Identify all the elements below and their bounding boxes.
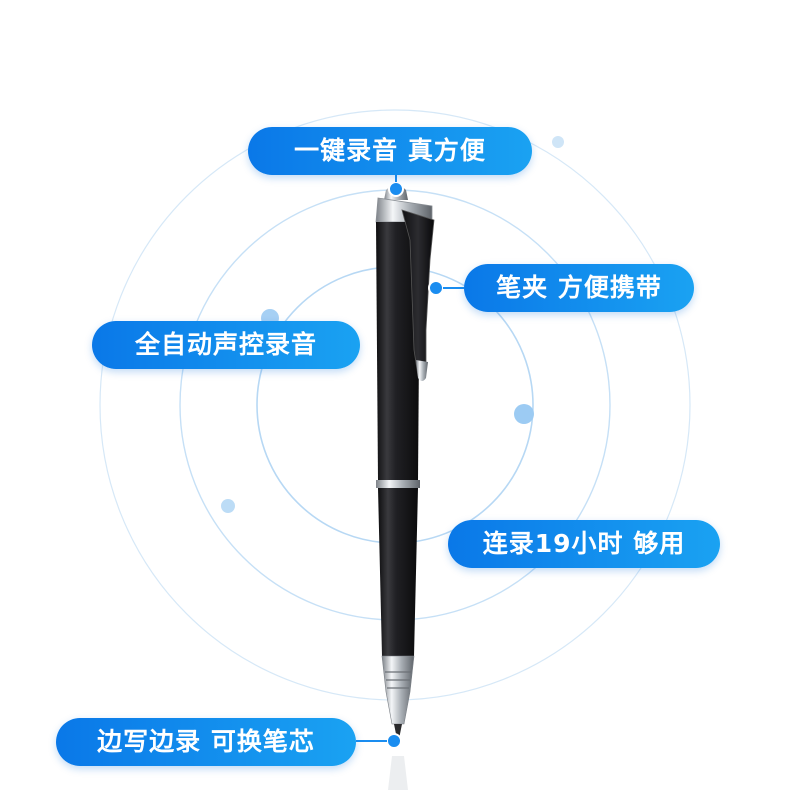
ring-dot: [552, 136, 564, 148]
pen-tip-cone: [381, 655, 415, 725]
feature-label-pen-clip: 笔夹 方便携带: [464, 264, 694, 312]
feature-label-one-key-record: 一键录音 真方便: [248, 127, 532, 175]
feature-label-replaceable-refill: 边写边录 可换笔芯: [56, 718, 356, 766]
feature-label-recording-hours: 连录19小时 够用: [448, 520, 720, 568]
indicator-dot-clip: [428, 280, 444, 296]
indicator-dot-record: [388, 181, 404, 197]
feature-label-voice-activated: 全自动声控录音: [92, 321, 360, 369]
pen-upper-body: [376, 222, 420, 480]
middle-ring: [376, 480, 420, 488]
pen-reflection: [388, 756, 408, 790]
ring-dot: [514, 404, 534, 424]
clip-tip: [416, 360, 428, 381]
ring-dot: [221, 499, 235, 513]
pen-nib: [394, 724, 402, 744]
pen-lower-body: [378, 488, 418, 656]
indicator-dot-refill: [386, 733, 402, 749]
